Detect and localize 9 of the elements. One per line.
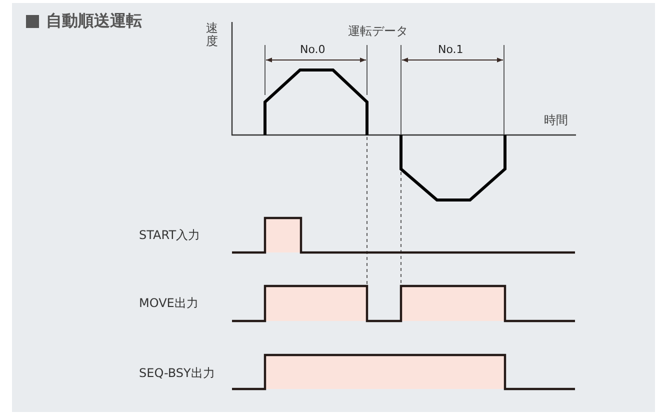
title: 自動順送運転 bbox=[46, 13, 142, 29]
axis-label: 速度 bbox=[206, 22, 219, 48]
signal-label: START入力 bbox=[139, 229, 200, 241]
dimension-label: No.1 bbox=[438, 44, 464, 55]
axis-label: 時間 bbox=[544, 114, 568, 126]
signal-label: SEQ-BSY出力 bbox=[139, 367, 215, 379]
chart-label: 運転データ bbox=[348, 25, 408, 37]
signal-label: MOVE出力 bbox=[139, 297, 198, 309]
dimension-label: No.0 bbox=[300, 44, 326, 55]
